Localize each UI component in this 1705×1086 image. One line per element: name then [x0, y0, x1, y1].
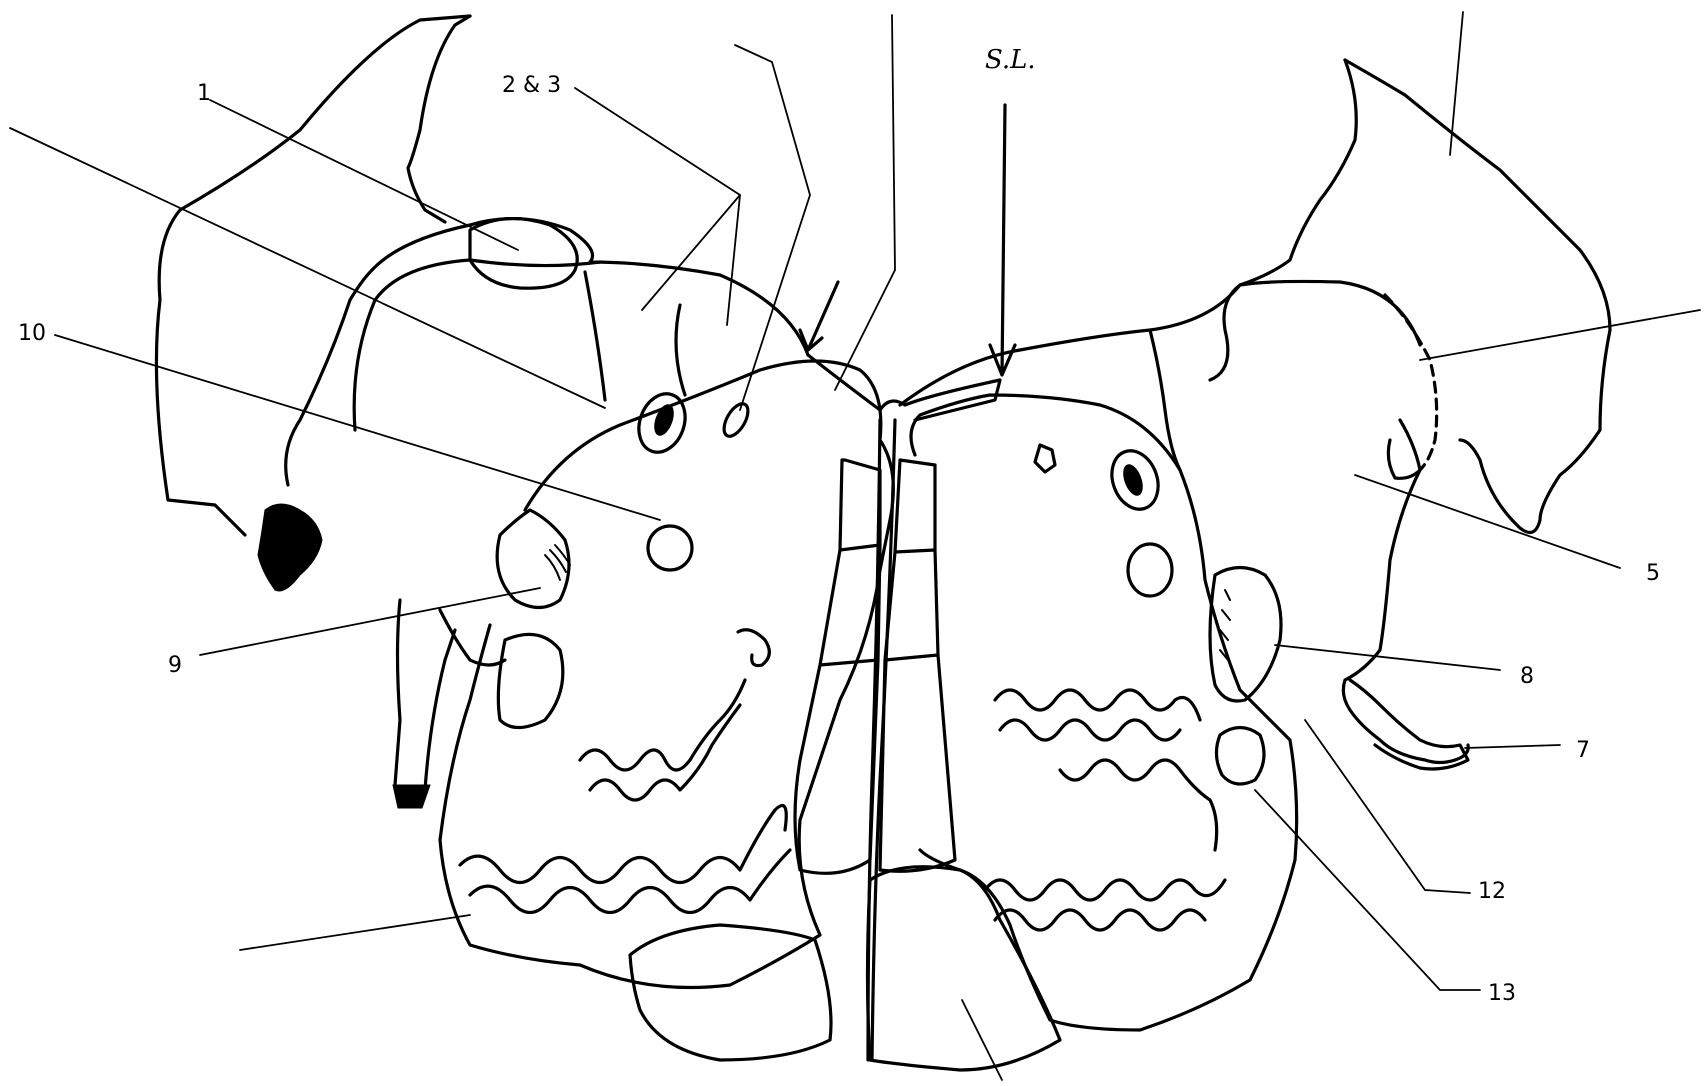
left-gyri-lower: [460, 806, 786, 883]
right-hole-large-inner: [1120, 462, 1146, 498]
left-hole-large-inner: [651, 402, 677, 438]
right-upper-wing-inner: [1240, 60, 1356, 285]
right-lateral-outline: [1343, 470, 1468, 763]
label-5: 5: [1646, 561, 1660, 586]
left-column-blocks: [795, 460, 880, 873]
left-node-1: [470, 219, 577, 289]
leader-2-3-c: [727, 195, 740, 325]
leader-2-3-a: [575, 88, 740, 195]
left-gyri-upper-2: [590, 705, 740, 800]
label-12: 12: [1478, 879, 1506, 904]
left-body-outline: [440, 361, 893, 988]
left-outer-lateral-curve: [286, 270, 372, 485]
left-cap-divider-2: [676, 305, 685, 395]
leader-9: [200, 588, 540, 655]
leader-1: [210, 100, 518, 250]
label-7: 7: [1576, 738, 1590, 763]
leader-5: [1355, 475, 1620, 568]
label-8: 8: [1520, 664, 1534, 689]
right-arrow-mark: [990, 105, 1015, 375]
label-2-and-3: 2 & 3: [502, 73, 561, 98]
left-stalk-tip: [393, 785, 430, 808]
right-bottom-segment: [868, 867, 1061, 1070]
left-cap-upper-arc: [372, 219, 808, 355]
leader-top-vertical: [835, 15, 895, 390]
leader-7: [1465, 745, 1560, 748]
left-arrow-mark: [800, 282, 838, 350]
left-gyri-upper: [580, 680, 745, 770]
right-gyri-lower: [985, 880, 1225, 900]
left-stalk: [395, 600, 455, 800]
right-lobe-13: [1216, 728, 1264, 785]
left-cap-divider-1: [585, 272, 605, 400]
right-gyri-upper-2: [1000, 720, 1180, 740]
label-1: 1: [197, 81, 211, 106]
leader-top-bent: [735, 45, 810, 410]
leader-8: [1275, 645, 1500, 670]
leader-top-left-long: [10, 128, 605, 408]
leader-right-upper: [1420, 310, 1700, 360]
left-small-squiggle: [738, 630, 769, 666]
leader-2-3-b: [642, 195, 740, 310]
left-upper-wing-inner: [408, 16, 470, 222]
label-9: 9: [168, 653, 182, 678]
right-channel-outer: [1388, 420, 1420, 478]
right-hole-small: [1035, 445, 1055, 472]
left-foramen-10: [648, 526, 692, 570]
label-10: 10: [18, 321, 46, 346]
leader-13: [1255, 790, 1480, 990]
label-13: 13: [1488, 981, 1516, 1006]
left-hole-small: [719, 400, 753, 440]
right-gyri-upper: [995, 690, 1200, 720]
right-gyri-mid: [1060, 760, 1217, 850]
leader-bottom-left: [240, 915, 470, 950]
right-gyri-lower-2: [995, 910, 1205, 930]
right-body-outline: [911, 395, 1297, 1030]
label-sl: S.L.: [985, 45, 1036, 75]
right-half: [800, 60, 1610, 1070]
left-cap-inner-arc: [354, 260, 600, 430]
left-lobe-connector: [440, 610, 505, 665]
left-dark-blob: [258, 504, 322, 591]
leader-top-right-diag: [1450, 12, 1463, 155]
left-half: [156, 16, 893, 1060]
right-foramen: [1128, 544, 1172, 596]
left-lower-lobe: [498, 634, 563, 727]
